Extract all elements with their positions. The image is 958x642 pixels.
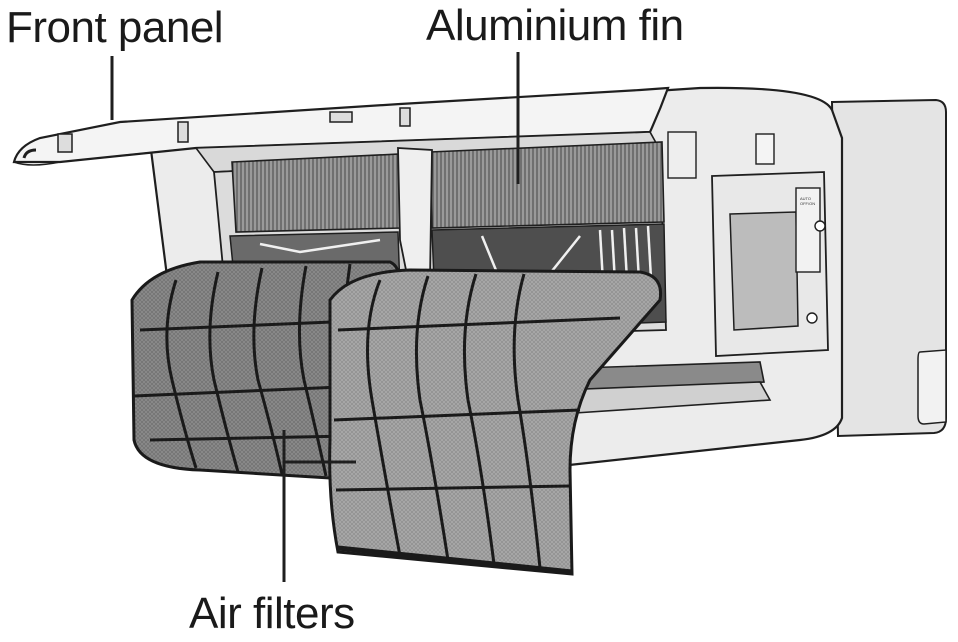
control-clip-mid xyxy=(667,131,697,179)
label-front-panel: Front panel xyxy=(6,3,224,52)
front-panel xyxy=(12,86,670,164)
front-panel-hinge-right xyxy=(399,107,411,127)
front-panel-hinge-left xyxy=(57,133,73,153)
control-screw xyxy=(806,312,818,324)
auto-button-marking: AUTO OFF/ON xyxy=(800,196,816,206)
control-terminal xyxy=(795,187,821,273)
front-panel-slot xyxy=(22,148,37,159)
front-panel-hinge-end xyxy=(177,121,189,143)
label-aluminium-fin: Aluminium fin xyxy=(426,1,684,50)
aluminium-fin-left xyxy=(231,153,403,233)
front-panel-hinge-mid xyxy=(329,111,353,123)
label-air-filters: Air filters xyxy=(189,589,355,638)
side-vent xyxy=(917,349,947,425)
control-module xyxy=(729,211,799,331)
auto-button xyxy=(814,220,826,232)
air-filter-right xyxy=(328,268,663,576)
aluminium-fin-right xyxy=(429,141,665,229)
front-panel-edge xyxy=(13,147,197,166)
control-clip-top xyxy=(755,133,775,165)
